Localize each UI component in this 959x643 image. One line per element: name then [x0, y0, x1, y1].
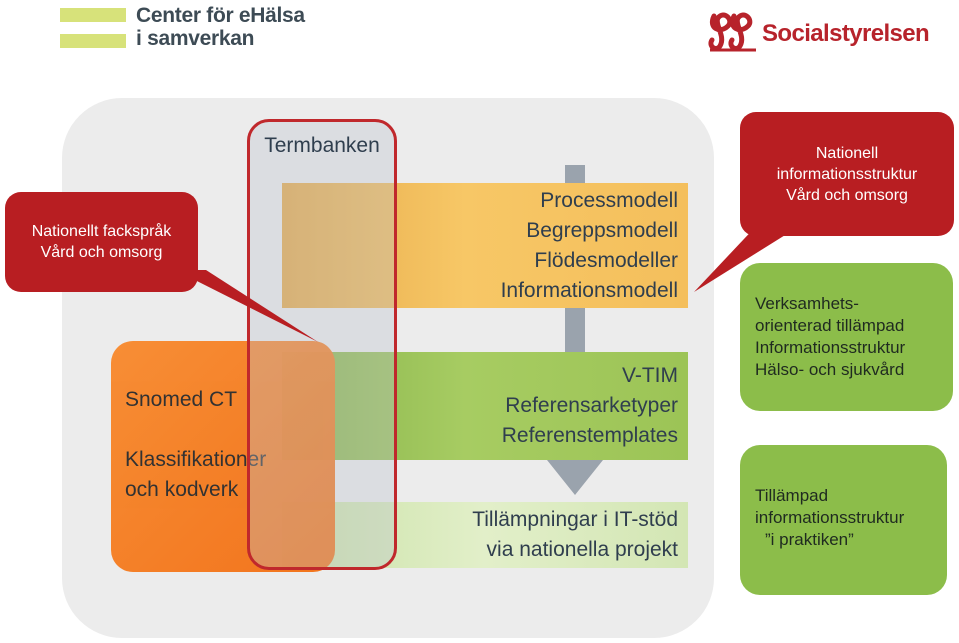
band-models-item: Informationsmodell — [500, 278, 678, 302]
nationell-line2: informationsstruktur — [776, 165, 918, 183]
nationell-line3: Vård och omsorg — [786, 186, 908, 204]
fackssprak-line1: Nationellt fackspråk — [31, 223, 172, 240]
tillampad-callout: Tillämpad informationsstruktur ”i prakti… — [740, 445, 947, 595]
band-vtim-item: V-TIM — [622, 364, 678, 387]
ehalsa-logo-line1: Center för eHälsa — [136, 4, 305, 27]
verksamhet-callout: Verksamhets- orienterad tillämpad Inform… — [740, 263, 953, 411]
fackssprak-callout: Nationellt fackspråk Vård och omsorg — [5, 192, 198, 292]
verksamhet-line3: Informationsstruktur — [755, 338, 906, 357]
nationell-callout-tail — [694, 222, 790, 292]
band-models: Processmodell Begreppsmodell Flödesmodel… — [282, 183, 688, 308]
band-models-item: Flödesmodeller — [534, 248, 678, 272]
band-applications-item: via nationella projekt — [486, 538, 678, 561]
tillampad-line3: ”i praktiken” — [765, 530, 854, 549]
band-applications: Tillämpningar i IT-stöd via nationella p… — [282, 502, 688, 568]
band-vtim: V-TIM Referensarketyper Referenstemplate… — [282, 352, 688, 460]
verksamhet-line1: Verksamhets- — [755, 294, 859, 313]
fackssprak-line2: Vård och omsorg — [40, 244, 163, 261]
nationell-callout: Nationell informationsstruktur Vård och … — [740, 112, 954, 236]
snomed-title: Snomed CT — [125, 388, 238, 411]
band-vtim-item: Referensarketyper — [505, 394, 678, 417]
snomed-codes: och kodverk — [125, 478, 239, 501]
termbanken-column: Termbanken — [247, 119, 397, 570]
snomed-box: Snomed CT Klassifikationer och kodverk — [111, 341, 335, 572]
band-models-item: Processmodell — [540, 188, 678, 212]
socialstyrelsen-logo-text: Socialstyrelsen — [762, 20, 930, 47]
fackssprak-callout-tail — [175, 270, 318, 342]
verksamhet-line2: orienterad tillämpad — [755, 316, 905, 335]
ehalsa-logo-text: Center för eHälsa i samverkan — [136, 4, 305, 50]
socialstyrelsen-emblem-icon — [708, 12, 756, 52]
ehalsa-logo-line2: i samverkan — [136, 27, 255, 50]
nationell-line1: Nationell — [815, 144, 879, 162]
tillampad-line1: Tillämpad — [755, 486, 829, 505]
band-models-item: Begreppsmodell — [526, 218, 678, 242]
ehalsa-logo-bar-bottom — [60, 34, 126, 48]
verksamhet-line4: Hälso- och sjukvård — [755, 360, 905, 379]
tillampad-line2: informationsstruktur — [755, 508, 905, 527]
band-vtim-item: Referenstemplates — [501, 424, 678, 447]
snomed-classifications: Klassifikationer — [125, 448, 267, 471]
ehalsa-logo: Center för eHälsa i samverkan — [60, 4, 320, 54]
socialstyrelsen-logo: Socialstyrelsen — [706, 6, 946, 56]
ehalsa-logo-bar-top — [60, 8, 126, 22]
band-applications-item: Tillämpningar i IT-stöd — [472, 508, 678, 531]
termbanken-label: Termbanken — [264, 134, 380, 157]
snomed-text: Snomed CT Klassifikationer och kodverk — [125, 385, 266, 505]
